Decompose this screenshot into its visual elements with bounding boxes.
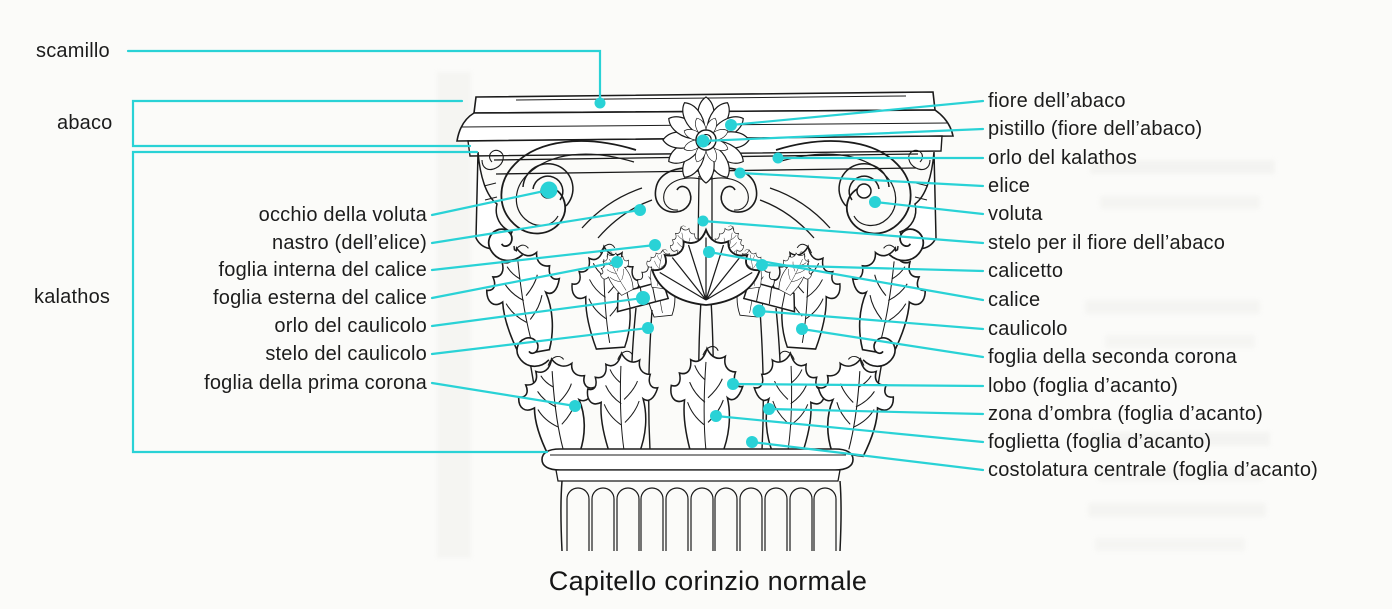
label-abaco: abaco [57, 112, 113, 134]
label-zona-d-ombra: zona d’ombra (foglia d’acanto) [988, 403, 1264, 425]
page-showthrough [1105, 335, 1255, 348]
label-kalathos: kalathos [34, 286, 111, 308]
page-showthrough [1098, 468, 1263, 481]
label-fiore-dell-abaco: fiore dell’abaco [988, 90, 1126, 112]
capital-ink [456, 91, 954, 552]
label-scamillo: scamillo [36, 40, 110, 62]
label-voluta: voluta [988, 203, 1043, 225]
page-showthrough [1090, 432, 1270, 446]
abacus-flower-stem [697, 175, 713, 249]
label-foglia-della-prima-corona: foglia della prima corona [204, 372, 427, 394]
label-occhio-della-voluta: occhio della voluta [258, 204, 427, 226]
page-showthrough [1095, 538, 1245, 551]
first-corona-leaves [511, 333, 901, 461]
label-orlo-del-caulicolo: orlo del caulicolo [274, 315, 427, 337]
page-showthrough [1088, 503, 1266, 517]
label-calicetto: calicetto [988, 260, 1064, 282]
label-pistillo: pistillo (fiore dell’abaco) [988, 118, 1203, 140]
column-shaft [560, 480, 842, 552]
page-showthrough [1100, 196, 1260, 209]
page-showthrough [1090, 160, 1275, 174]
kalathos-bracket [131, 150, 549, 454]
label-foglia-esterna-del-calice: foglia esterna del calice [212, 287, 427, 309]
label-nastro-dell-elice: nastro (dell’elice) [272, 232, 427, 254]
callout-dots [540, 97, 881, 448]
callout-overlay [126, 49, 985, 472]
label-calice: calice [988, 289, 1041, 311]
label-foglia-interna-del-calice: foglia interna del calice [218, 259, 427, 281]
helix-right [706, 167, 831, 239]
scamillo-leader [126, 49, 602, 105]
abaco-bracket [131, 99, 472, 148]
astragal [541, 448, 854, 482]
label-stelo-del-caulicolo: stelo del caulicolo [265, 343, 427, 365]
helix-left [581, 167, 706, 239]
label-costolatura-centrale: costolatura centrale (foglia d’acanto) [988, 459, 1319, 481]
label-foglia-della-seconda-corona: foglia della seconda corona [988, 346, 1237, 368]
label-elice: elice [988, 175, 1031, 197]
figure-caption: Capitello corinzio normale [548, 566, 868, 596]
label-stelo-per-il-fiore: stelo per il fiore dell’abaco [988, 232, 1226, 254]
page-showthrough [1085, 300, 1260, 314]
label-caulicolo: caulicolo [988, 318, 1068, 340]
label-orlo-del-kalathos: orlo del kalathos [988, 147, 1138, 169]
label-lobo: lobo (foglia d’acanto) [988, 375, 1179, 397]
label-foglietta: foglietta (foglia d’acanto) [988, 431, 1212, 453]
